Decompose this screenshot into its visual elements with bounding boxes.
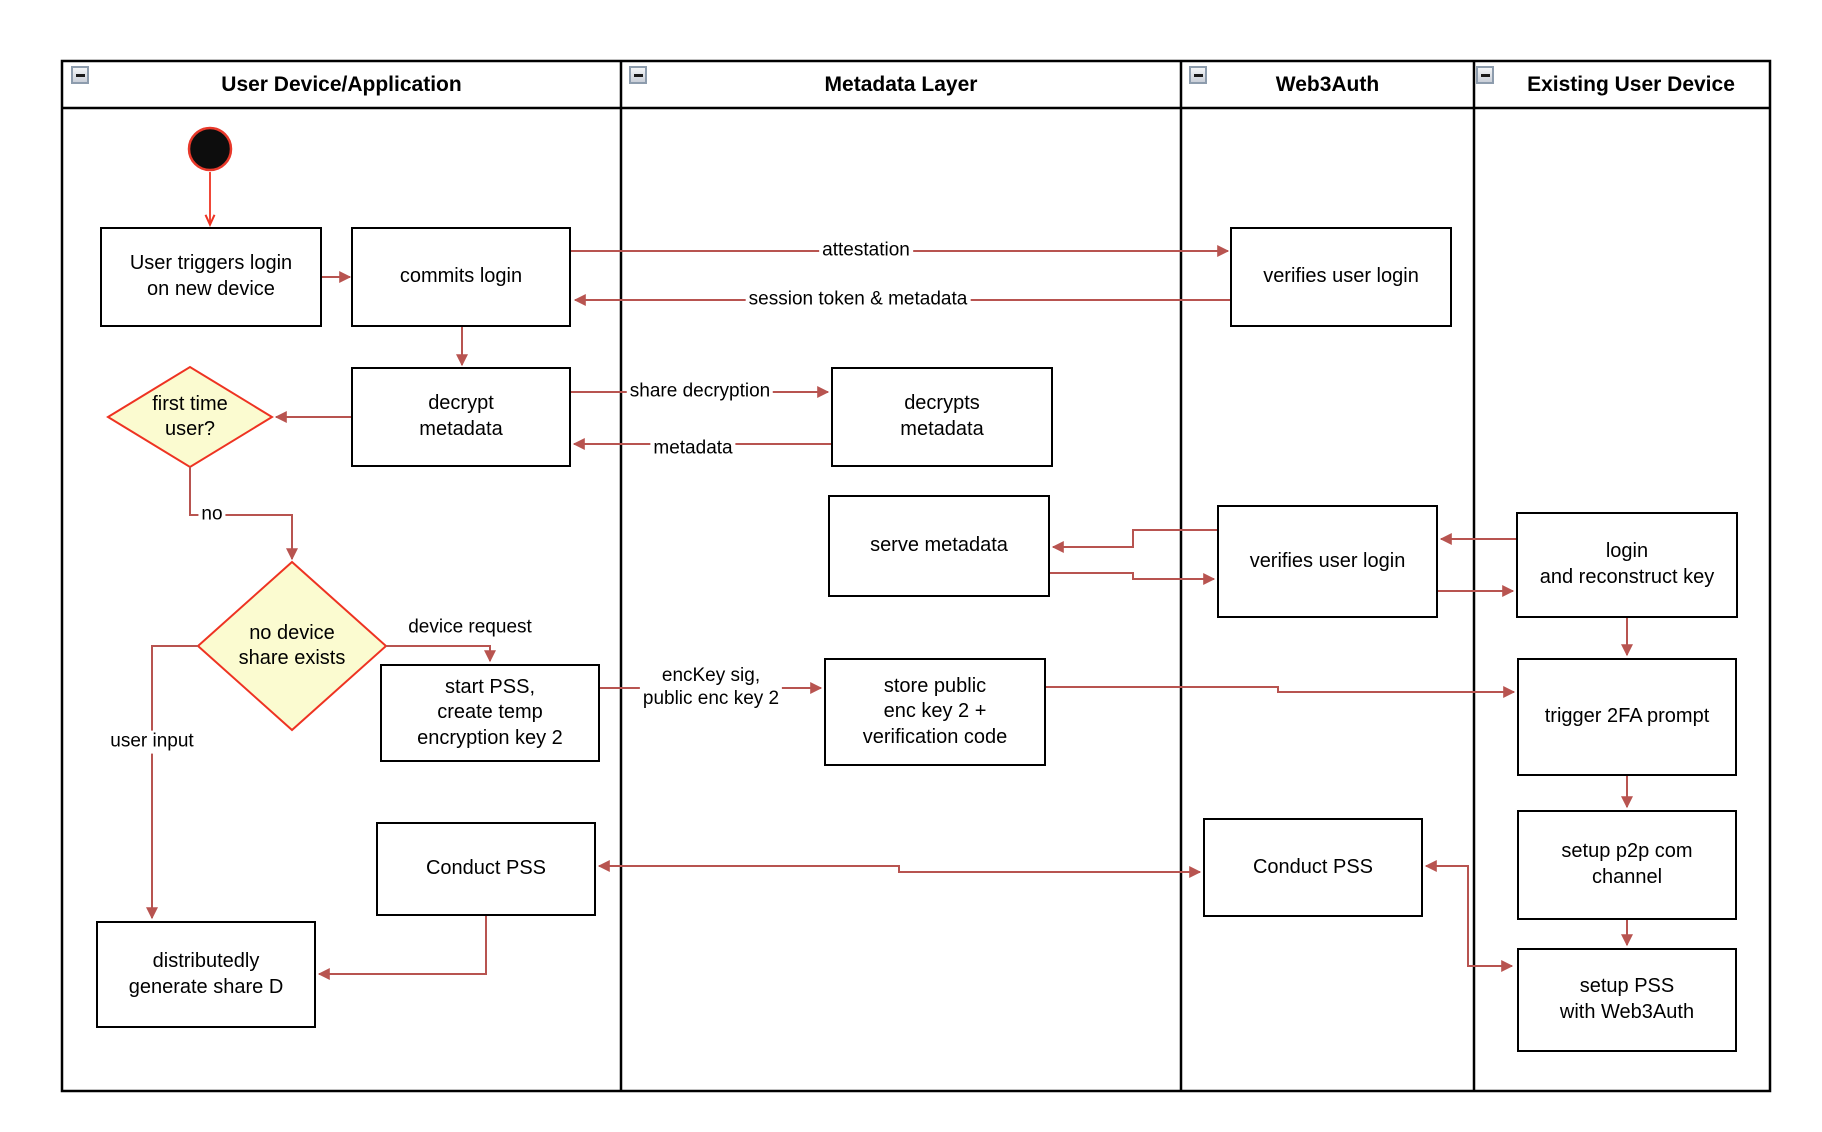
edge-verifies2-to-serve: [1051, 529, 1217, 553]
edge-setup-pss-conductpss: [1424, 860, 1514, 972]
edge-label-device-request: device request: [405, 616, 535, 640]
lane-header-existing-device: Existing User Device: [1474, 63, 1770, 106]
minus-icon: [1480, 73, 1490, 77]
collapse-button-user-device[interactable]: [71, 66, 89, 84]
decision-first-time-user: first time user?: [152, 393, 228, 440]
node-setup-pss: setup PSS with Web3Auth: [1517, 948, 1737, 1052]
edge-user-input: [146, 645, 198, 920]
minus-icon: [1193, 73, 1203, 77]
decision-no-device-share: no device share exists: [238, 622, 346, 669]
minus-icon: [633, 73, 643, 77]
lane-header-user-device: User Device/Application: [62, 63, 621, 106]
node-decrypts-metadata: decrypts metadata: [831, 367, 1053, 467]
node-conduct-pss-user: Conduct PSS: [376, 822, 596, 916]
edge-device-request: [386, 645, 496, 663]
edge-label-user-input: user input: [107, 730, 197, 754]
edge-label-enckey: encKey sig, public enc key 2: [639, 665, 783, 711]
node-distributedly-generate: distributedly generate share D: [96, 921, 316, 1028]
minus-icon: [75, 73, 85, 77]
node-start-pss: start PSS, create temp encryption key 2: [380, 664, 600, 762]
edge-conductpss-user-web3auth: [597, 860, 1202, 878]
node-trigger-2fa: trigger 2FA prompt: [1517, 658, 1737, 776]
start-node: [187, 126, 233, 172]
edge-label-attestation: attestation: [819, 239, 913, 263]
edge-no: [189, 467, 298, 561]
lane-title-existing-device: Existing User Device: [1527, 72, 1735, 96]
decision-first-time-user-shape: [106, 365, 274, 469]
node-user-triggers-login: User triggers login on new device: [100, 227, 322, 327]
edge-label-session-token: session token & metadata: [745, 288, 971, 312]
edge-label-share-decryption: share decryption: [626, 380, 774, 404]
node-conduct-pss-web3auth: Conduct PSS: [1203, 818, 1423, 917]
edge-serve-to-verifies2: [1050, 572, 1216, 585]
lane-header-web3auth: Web3Auth: [1181, 63, 1474, 106]
edge-label-no: no: [198, 503, 226, 527]
node-serve-metadata: serve metadata: [828, 495, 1050, 597]
collapse-button-web3auth[interactable]: [1189, 66, 1207, 84]
collapse-button-existing-device[interactable]: [1476, 66, 1494, 84]
collapse-button-metadata-layer[interactable]: [629, 66, 647, 84]
node-login-reconstruct: login and reconstruct key: [1516, 512, 1738, 618]
lane-title-web3auth: Web3Auth: [1275, 72, 1380, 96]
edge-label-metadata: metadata: [650, 437, 736, 461]
edge-store-to-2fa: [1046, 686, 1516, 698]
node-decrypt-metadata: decrypt metadata: [351, 367, 571, 467]
node-verifies-user-login-2: verifies user login: [1217, 505, 1438, 618]
lane-title-metadata-layer: Metadata Layer: [824, 72, 978, 96]
node-store-public: store public enc key 2 + verification co…: [824, 658, 1046, 766]
node-commits-login: commits login: [351, 227, 571, 327]
lane-title-user-device: User Device/Application: [221, 72, 462, 96]
lane-header-metadata-layer: Metadata Layer: [621, 63, 1181, 106]
edge-conductpss-to-generate: [317, 916, 487, 980]
node-setup-p2p: setup p2p com channel: [1517, 810, 1737, 920]
node-verifies-user-login-1: verifies user login: [1230, 227, 1452, 327]
